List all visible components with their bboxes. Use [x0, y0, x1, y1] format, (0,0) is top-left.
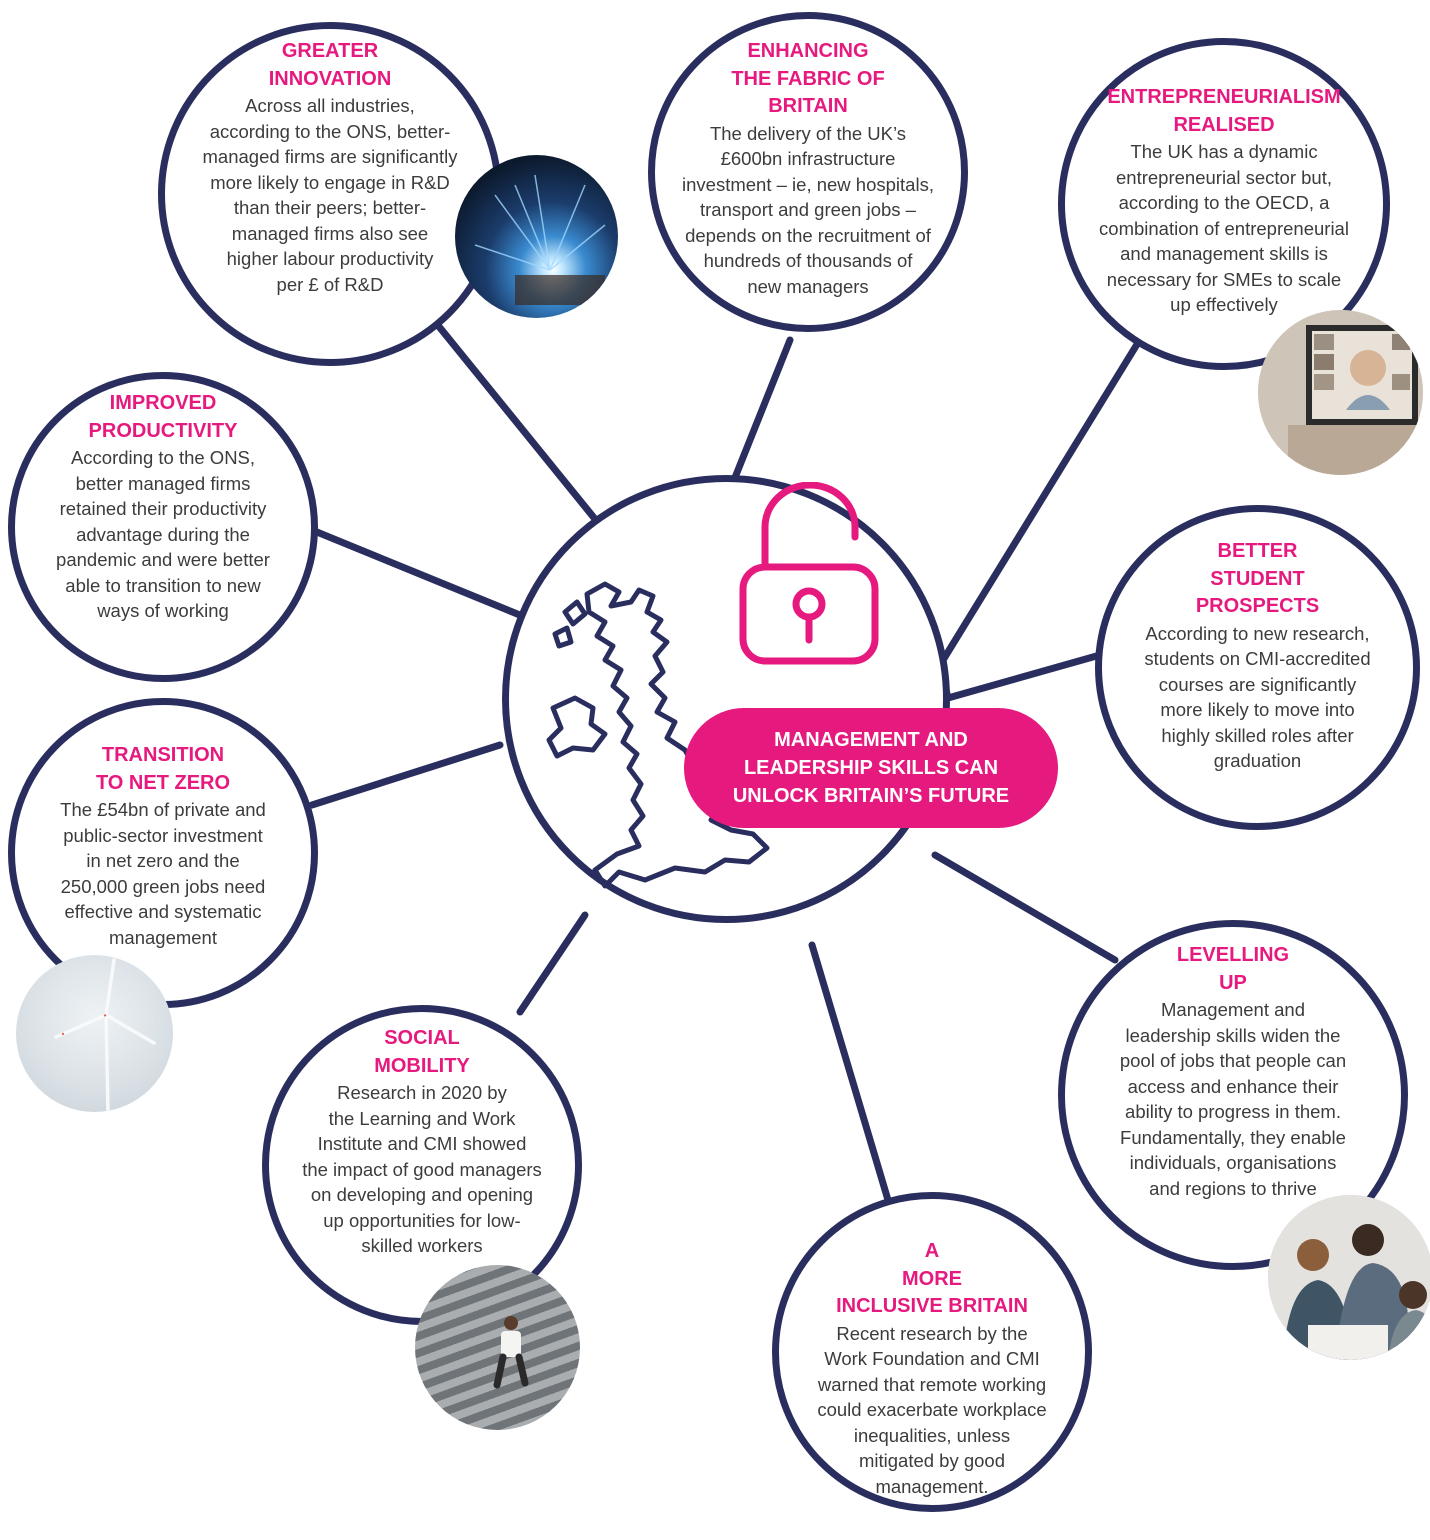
greater-innovation-text: GREATER INNOVATION Across all industries…: [175, 38, 485, 297]
connector-social: [516, 911, 589, 1016]
net-zero-title: TRANSITION TO NET ZERO: [95, 744, 231, 794]
levelling-up-body: Management and leadership skills widen t…: [1119, 999, 1347, 1199]
node-improved-productivity: [8, 372, 318, 682]
inclusive-britain-title: A MORE INCLUSIVE BRITAIN: [836, 1240, 1028, 1317]
hub-label: MANAGEMENT AND LEADERSHIP SKILLS CAN UNL…: [684, 708, 1058, 828]
central-hub-circle: [502, 475, 950, 923]
greater-innovation-body: Across all industries, according to the …: [202, 95, 458, 295]
levelling-up-title: LEVELLING UP: [1176, 944, 1290, 994]
inclusive-britain-text: A MORE INCLUSIVE BRITAIN Recent research…: [782, 1238, 1082, 1499]
connector-student: [944, 651, 1104, 702]
connector-inclusive: [808, 941, 892, 1204]
node-net-zero: [8, 698, 318, 1008]
video-call-laptop-photo: [1258, 310, 1423, 475]
node-entrepreneurialism: [1058, 38, 1390, 370]
net-zero-text: TRANSITION TO NET ZERO The £54bn of priv…: [18, 742, 308, 950]
better-student-text: BETTER STUDENT PROSPECTS According to ne…: [1105, 538, 1410, 774]
team-meeting-photo: [1268, 1195, 1430, 1360]
entrepreneurialism-title: ENTREPRENEURIALISM REALISED: [1107, 86, 1341, 136]
connector-levelling: [931, 851, 1119, 964]
connector-netzero: [308, 741, 504, 809]
improved-productivity-text: IMPROVED PRODUCTIVITY According to the O…: [18, 390, 308, 624]
connector-innovation: [424, 309, 616, 544]
enhancing-fabric-text: ENHANCING THE FABRIC OF BRITAIN The deli…: [655, 38, 961, 299]
inclusive-britain-body: Recent research by the Work Foundation a…: [817, 1322, 1047, 1497]
connector-productivity: [308, 526, 536, 624]
enhancing-fabric-body: The delivery of the UK’s £600bn infrastr…: [682, 122, 934, 297]
social-mobility-title: SOCIAL MOBILITY: [374, 1027, 470, 1077]
better-student-body: According to new research, students on C…: [1144, 622, 1371, 772]
wind-turbine-photo: [16, 955, 173, 1112]
enhancing-fabric-title: ENHANCING THE FABRIC OF BRITAIN: [731, 40, 885, 117]
uk-map-icon: [546, 581, 770, 889]
greater-innovation-title: GREATER INNOVATION: [268, 40, 392, 90]
node-inclusive-britain: [772, 1192, 1092, 1512]
welding-sparks-photo: [455, 155, 618, 318]
levelling-up-text: LEVELLING UP Management and leadership s…: [1073, 942, 1393, 1201]
social-mobility-body: Research in 2020 by the Learning and Wor…: [302, 1082, 542, 1256]
social-mobility-text: SOCIAL MOBILITY Research in 2020 by the …: [272, 1025, 572, 1259]
net-zero-body: The £54bn of private and public-sector i…: [60, 799, 266, 948]
node-enhancing-fabric: [648, 12, 968, 332]
entrepreneurialism-text: ENTREPRENEURIALISM REALISED The UK has a…: [1068, 84, 1380, 318]
man-climbing-stairs-photo: [415, 1265, 580, 1430]
improved-productivity-title: IMPROVED PRODUCTIVITY: [88, 392, 238, 442]
padlock-open-icon: [739, 482, 879, 665]
better-student-title: BETTER STUDENT PROSPECTS: [1195, 540, 1320, 617]
improved-productivity-body: According to the ONS, better managed fir…: [56, 447, 270, 621]
entrepreneurialism-body: The UK has a dynamic entrepreneurial sec…: [1099, 141, 1349, 315]
node-better-student: [1095, 505, 1420, 830]
